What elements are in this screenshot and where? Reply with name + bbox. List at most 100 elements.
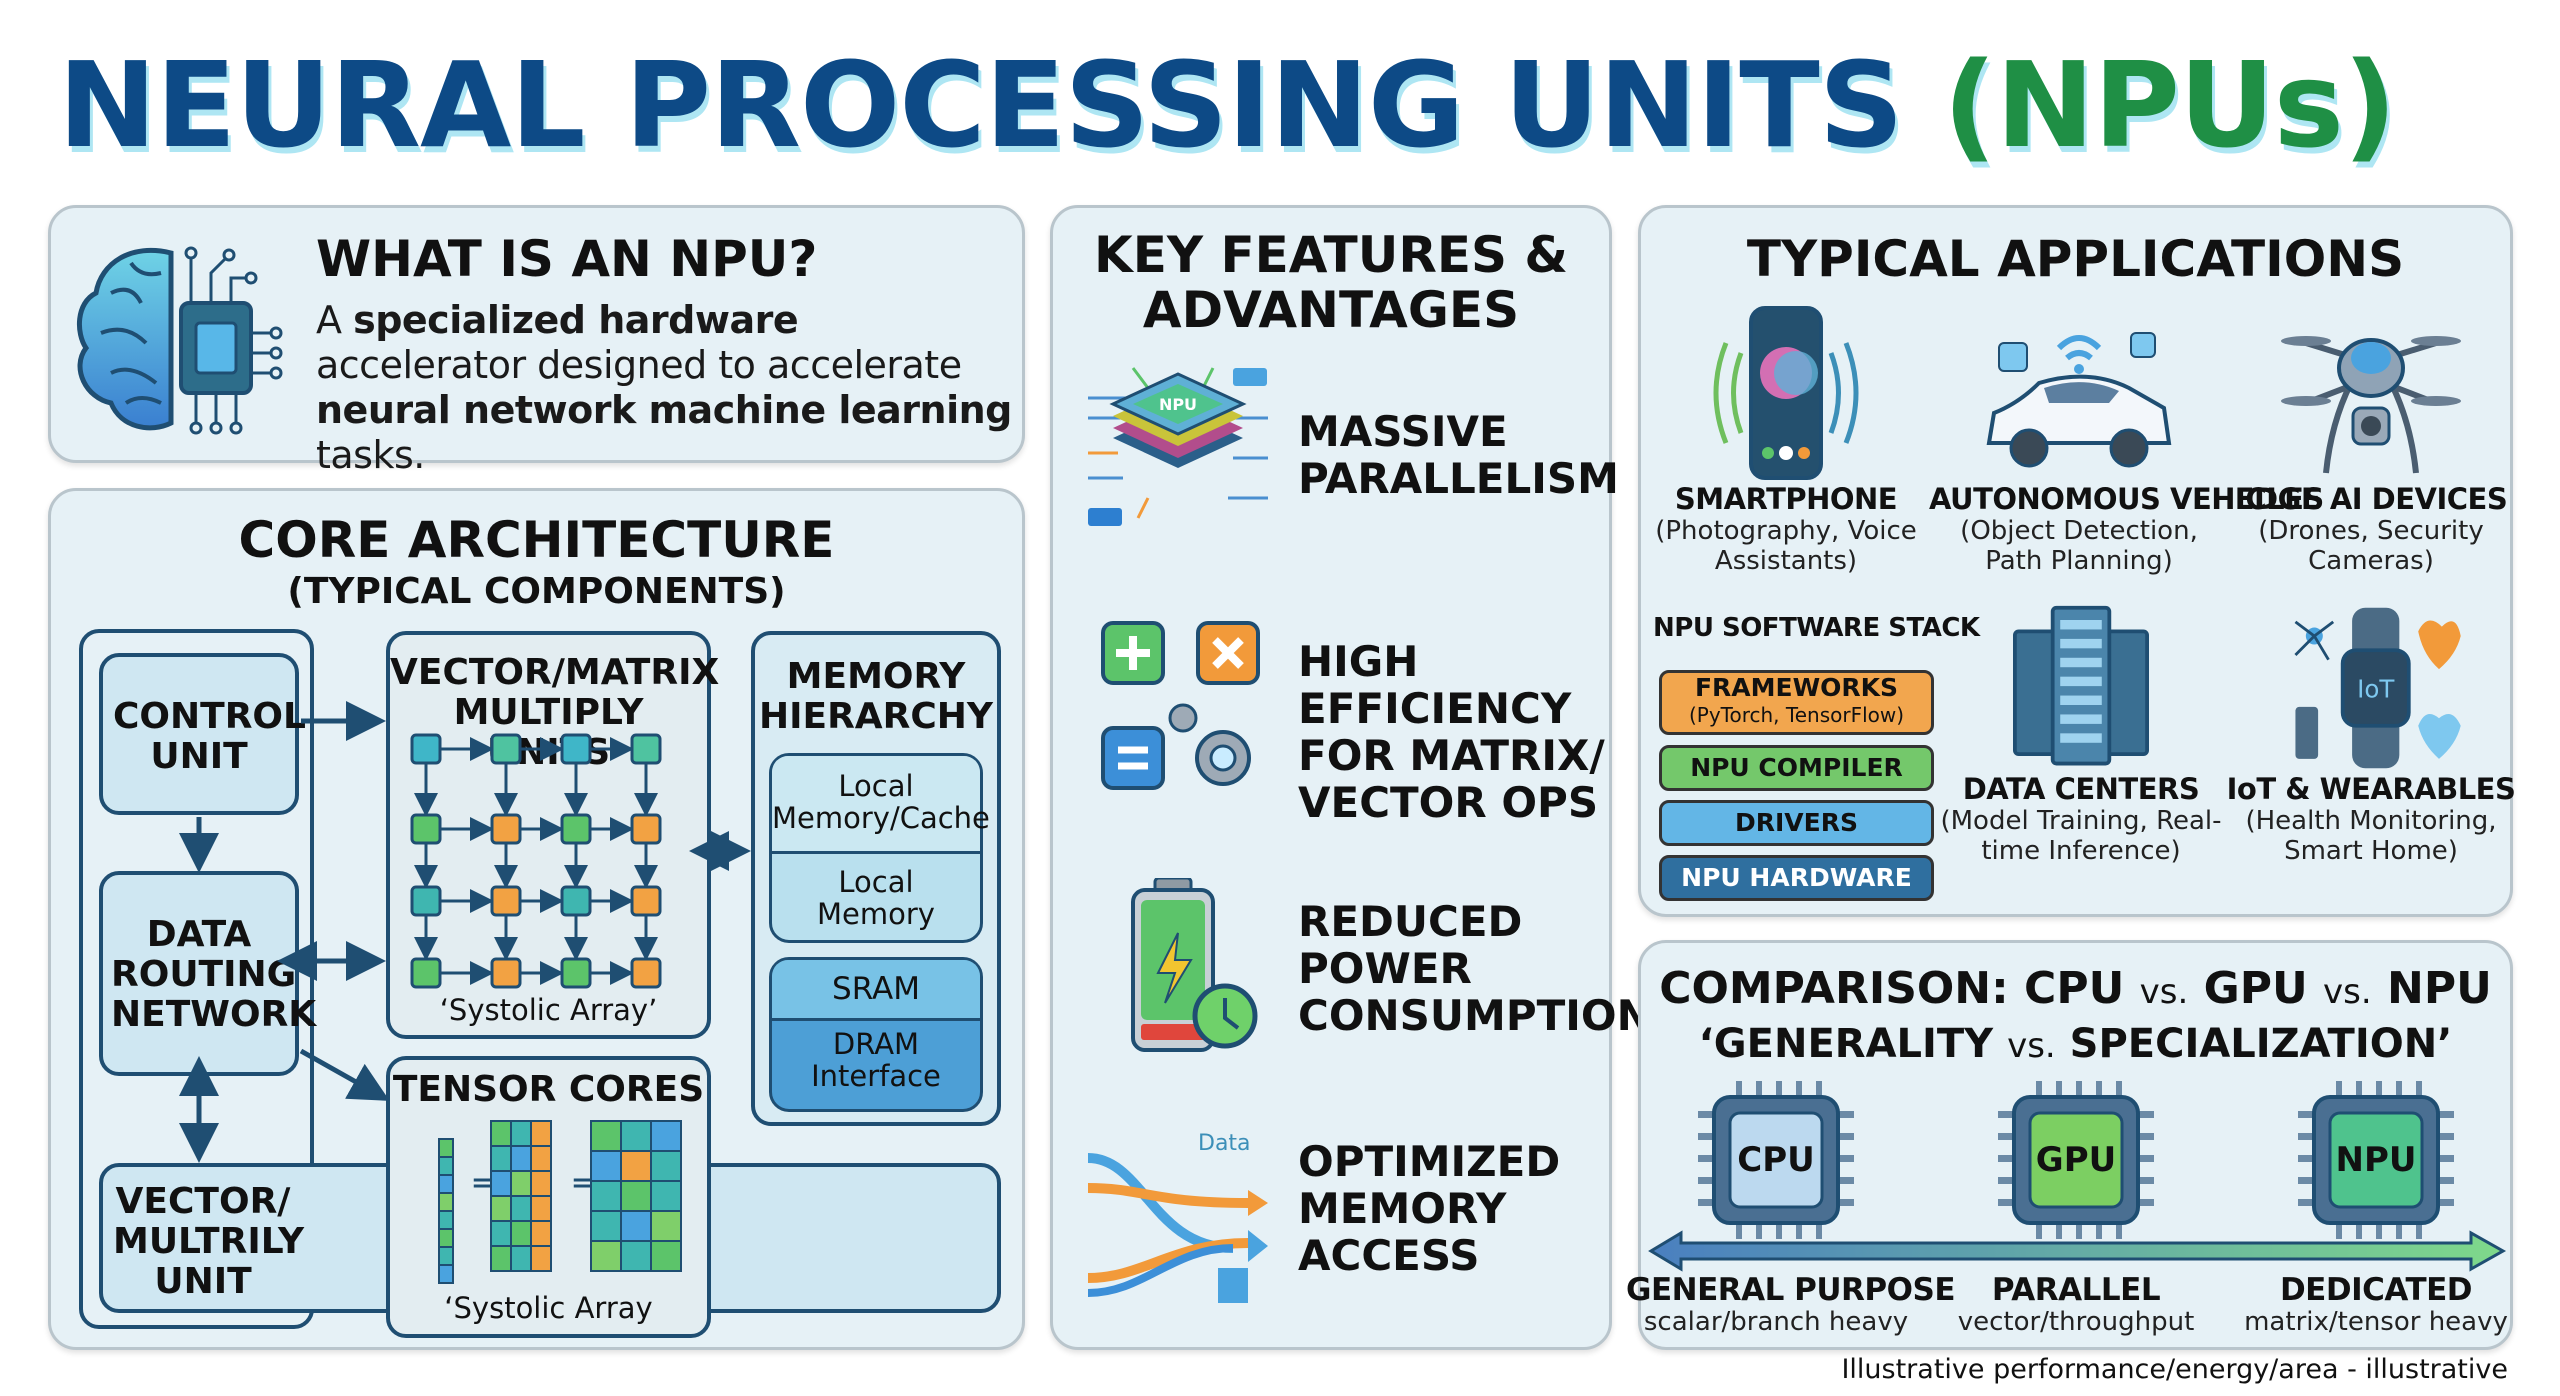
comparison-subheading: ‘GENERALITY vs. SPECIALIZATION’ <box>1641 1021 2510 1067</box>
description-text: A <box>316 298 354 342</box>
stack-layer: NPU HARDWARE <box>1659 855 1934 901</box>
vs-text: vs. <box>2139 972 2189 1012</box>
application-item: IoT IoT & WEARABLES (Health Monitoring, … <box>2221 603 2521 866</box>
heading-part: SPECIALIZATION’ <box>2055 1021 2453 1067</box>
tensor-cores-box: TENSOR CORES ‘Systolic Array <box>386 1056 711 1338</box>
chip-label: CPU <box>1737 1140 1814 1180</box>
comparison-workload: vector/throughput <box>1957 1307 2195 1337</box>
key-features-panel: KEY FEATURES & ADVANTAGES NPU MASSIVE PA… <box>1050 205 1652 1350</box>
core-architecture-heading: CORE ARCHITECTURE <box>238 511 835 569</box>
feature-item: REDUCED POWER CONSUMPTION <box>1053 878 1652 1118</box>
key-features-heading: KEY FEATURES & ADVANTAGES <box>1093 226 1569 339</box>
application-name: SMARTPHONE <box>1674 482 1898 516</box>
npu-chip-stack-icon: NPU <box>1088 367 1268 526</box>
what-is-description: A specialized hardware accelerator desig… <box>316 298 1016 478</box>
data-label: Data <box>1198 1131 1251 1156</box>
vs-text: vs. <box>2007 1026 2056 1066</box>
application-desc: (Photography, Voice Assistants) <box>1655 516 1917 576</box>
heading-part: ‘GENERALITY <box>1698 1021 2008 1067</box>
stack-layer-label: NPU HARDWARE <box>1681 863 1912 892</box>
data-routing-box: DATA ROUTING NETWORK <box>99 871 317 1076</box>
math-ops-gears-icon <box>1101 621 1260 790</box>
title-accent: (NPUs) <box>1942 36 2397 174</box>
server-rack-icon <box>2013 605 2149 766</box>
memory-divider <box>772 1018 980 1021</box>
comparison-panel: COMPARISON: CPU vs. GPU vs. NPU ‘GENERAL… <box>1626 940 2513 1350</box>
description-emphasis: neural network machine learning <box>316 388 1012 432</box>
application-item: SMARTPHONE (Photography, Voice Assistant… <box>1636 303 1936 576</box>
description-emphasis: specialized hardware <box>353 298 799 342</box>
comparison-heading: COMPARISON: CPU vs. GPU vs. NPU <box>1641 963 2510 1014</box>
software-stack-title: NPU SOFTWARE STACK <box>1653 613 1980 643</box>
what-is-heading: WHAT IS AN NPU? <box>316 230 818 288</box>
memory-level-sram: SRAM <box>772 960 980 1018</box>
data-routing-label: DATA ROUTING NETWORK <box>111 914 317 1035</box>
footnote: Illustrative performance/energy/area - i… <box>1841 1354 2508 1385</box>
heading-part: GPU <box>2188 963 2324 1014</box>
feature-label: MASSIVE PARALLELISM <box>1298 407 1619 503</box>
stack-layer: NPU COMPILER <box>1659 745 1934 791</box>
feature-item: NPU MASSIVE PARALLELISM <box>1053 358 1619 598</box>
stack-layer: FRAMEWORKS(PyTorch, TensorFlow) <box>1659 670 1934 735</box>
what-is-npu-panel: WHAT IS AN NPU? A specialized hardware a… <box>48 205 1025 477</box>
application-desc: (Object Detection, Path Planning) <box>1960 516 2198 576</box>
comparison-category: DEDICATED <box>2279 1272 2473 1308</box>
car-icon <box>1986 332 2172 468</box>
title-main: NEURAL PROCESSING UNITS <box>58 36 1943 174</box>
applications-heading: TYPICAL APPLICATIONS <box>1746 230 2405 288</box>
core-architecture-subheading: (TYPICAL COMPONENTS) <box>287 571 786 612</box>
memory-hierarchy-box: MEMORY HIERARCHY Local Memory/Cache Loca… <box>751 631 1001 1126</box>
stack-layer-label: FRAMEWORKS <box>1694 673 1899 702</box>
smartwatch-icon: IoT <box>2294 607 2461 769</box>
cpu-chip-icon: CPU <box>1698 1081 1854 1239</box>
comparison-workload: scalar/branch heavy <box>1643 1307 1909 1337</box>
memory-group-sram-dram: SRAM DRAM Interface <box>769 957 983 1112</box>
vector-unit-label: VECTOR/ MULTRILY UNIT <box>113 1181 305 1302</box>
description-text: accelerator designed to accelerate <box>316 343 962 387</box>
chip-label: NPU <box>1159 395 1197 414</box>
application-name: IoT & WEARABLES <box>2226 772 2516 806</box>
page-title: NEURAL PROCESSING UNITS (NPUs) <box>58 30 2518 180</box>
control-unit-box: CONTROL UNIT <box>99 653 306 815</box>
description-text: tasks. <box>316 433 425 477</box>
application-item: DATA CENTERS (Model Training, Real-time … <box>1931 603 2231 866</box>
vs-text: vs. <box>2323 972 2372 1012</box>
tensor-cores-caption: ‘Systolic Array <box>444 1291 653 1325</box>
application-item: EDGE AI DEVICES (Drones, Security Camera… <box>2221 303 2521 576</box>
comparison-category: PARALLEL <box>1991 1272 2161 1308</box>
memory-level-local: Local Memory <box>817 865 935 931</box>
comparison-category: GENERAL PURPOSE <box>1626 1272 1956 1308</box>
memory-group-local: Local Memory/Cache Local Memory <box>769 753 990 943</box>
heading-part: NPU <box>2371 963 2492 1014</box>
application-name: EDGE AI DEVICES <box>2234 482 2508 516</box>
application-desc: (Drones, Security Cameras) <box>2258 516 2484 576</box>
stack-layer-label: NPU COMPILER <box>1690 753 1903 782</box>
gpu-chip-icon: GPU <box>1998 1081 2154 1239</box>
stack-layer-label: DRIVERS <box>1735 808 1858 837</box>
data-flow-arrows-icon: Data <box>1087 1131 1268 1303</box>
heading-part: COMPARISON: CPU <box>1659 963 2140 1014</box>
application-desc: (Health Monitoring, Smart Home) <box>2245 806 2497 866</box>
npu-chip-icon: NPU <box>2298 1081 2454 1239</box>
matrix-units-caption: ‘Systolic Array’ <box>439 993 658 1027</box>
typical-applications-panel: TYPICAL APPLICATIONS SMARTPHONE (Photogr… <box>1636 205 2516 917</box>
feature-item: Data OPTIMIZED MEMORY ACCESS <box>1053 1128 1609 1368</box>
feature-label: HIGH EFFICIENCY FOR MATRIX/ VECTOR OPS <box>1298 637 1605 827</box>
memory-level-cache: Local Memory/Cache <box>772 756 990 851</box>
matrix-units-title: VECTOR/MATRIX MULTIPLY UNITS <box>390 652 720 773</box>
application-desc: (Model Training, Real-time Inference) <box>1940 806 2222 866</box>
application-name: DATA CENTERS <box>1962 772 2200 806</box>
stack-layer: DRIVERS <box>1659 800 1934 846</box>
generality-axis-arrow: CPU GPU NPU <box>1648 1081 2507 1272</box>
memory-hierarchy-title: MEMORY HIERARCHY <box>758 656 994 737</box>
brain-chip-icon <box>76 246 283 435</box>
application-name: AUTONOMOUS VEHICLES <box>1929 482 2324 516</box>
stack-layer-sub: (PyTorch, TensorFlow) <box>1688 703 1905 727</box>
memory-divider <box>772 851 980 854</box>
smartphone-icon <box>1713 306 1859 480</box>
core-architecture-panel: CORE ARCHITECTURE (TYPICAL COMPONENTS) C… <box>48 488 1025 1350</box>
matrix-units-box: VECTOR/MATRIX MULTIPLY UNITS ‘Systolic A… <box>386 631 720 1039</box>
